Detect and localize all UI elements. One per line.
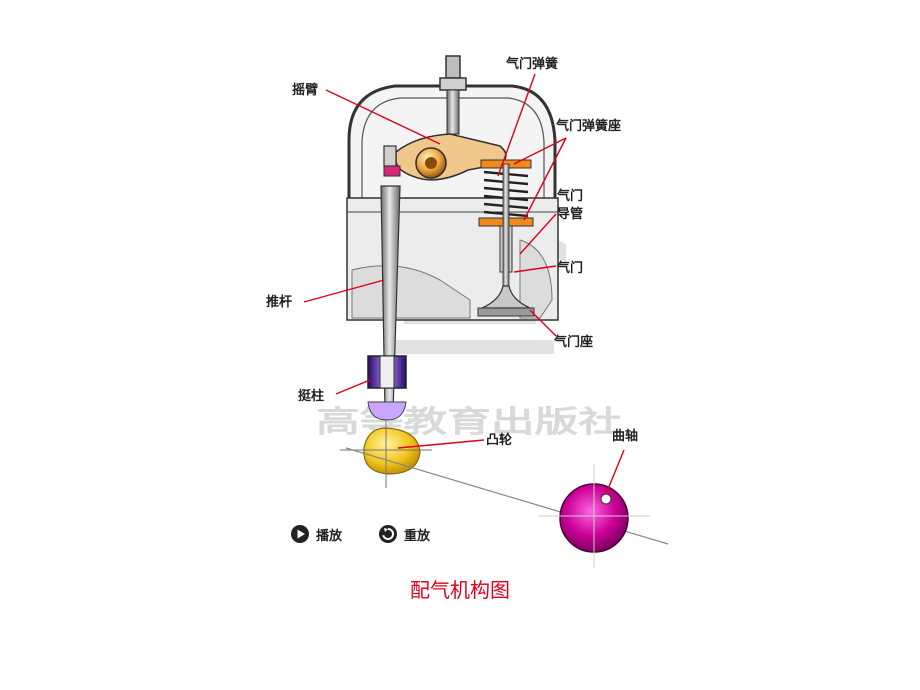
label-tappet: 挺柱 xyxy=(298,388,324,404)
label-valve-guide-line1: 气门 xyxy=(557,188,583,204)
label-valve-seat: 气门座 xyxy=(554,334,593,350)
replay-button[interactable]: 重放 xyxy=(378,524,430,544)
replay-label: 重放 xyxy=(404,528,431,544)
label-cam: 凸轮 xyxy=(486,432,512,448)
play-button[interactable]: 播放 xyxy=(290,524,342,544)
watermark-text: 高等教育出版社 xyxy=(316,405,622,440)
figure-caption: 配气机构图 xyxy=(410,578,510,602)
play-icon xyxy=(291,525,309,543)
label-valve-spring: 气门弹簧 xyxy=(506,56,558,72)
tappet xyxy=(367,355,407,421)
label-valve: 气门 xyxy=(557,260,583,276)
leader-lines xyxy=(303,73,625,495)
label-valve-spring-seat: 气门弹簧座 xyxy=(556,118,621,134)
replay-icon xyxy=(379,525,397,543)
label-push-rod: 推杆 xyxy=(266,294,292,310)
crankshaft xyxy=(538,464,650,568)
valve-seat xyxy=(477,307,535,317)
label-valve-guide-line2: 导管 xyxy=(557,206,583,222)
label-crankshaft: 曲轴 xyxy=(612,428,638,444)
play-label: 播放 xyxy=(316,528,343,544)
label-rocker-arm: 摇臂 xyxy=(292,82,318,98)
adjusting-screw xyxy=(439,55,467,135)
cam xyxy=(340,420,432,488)
